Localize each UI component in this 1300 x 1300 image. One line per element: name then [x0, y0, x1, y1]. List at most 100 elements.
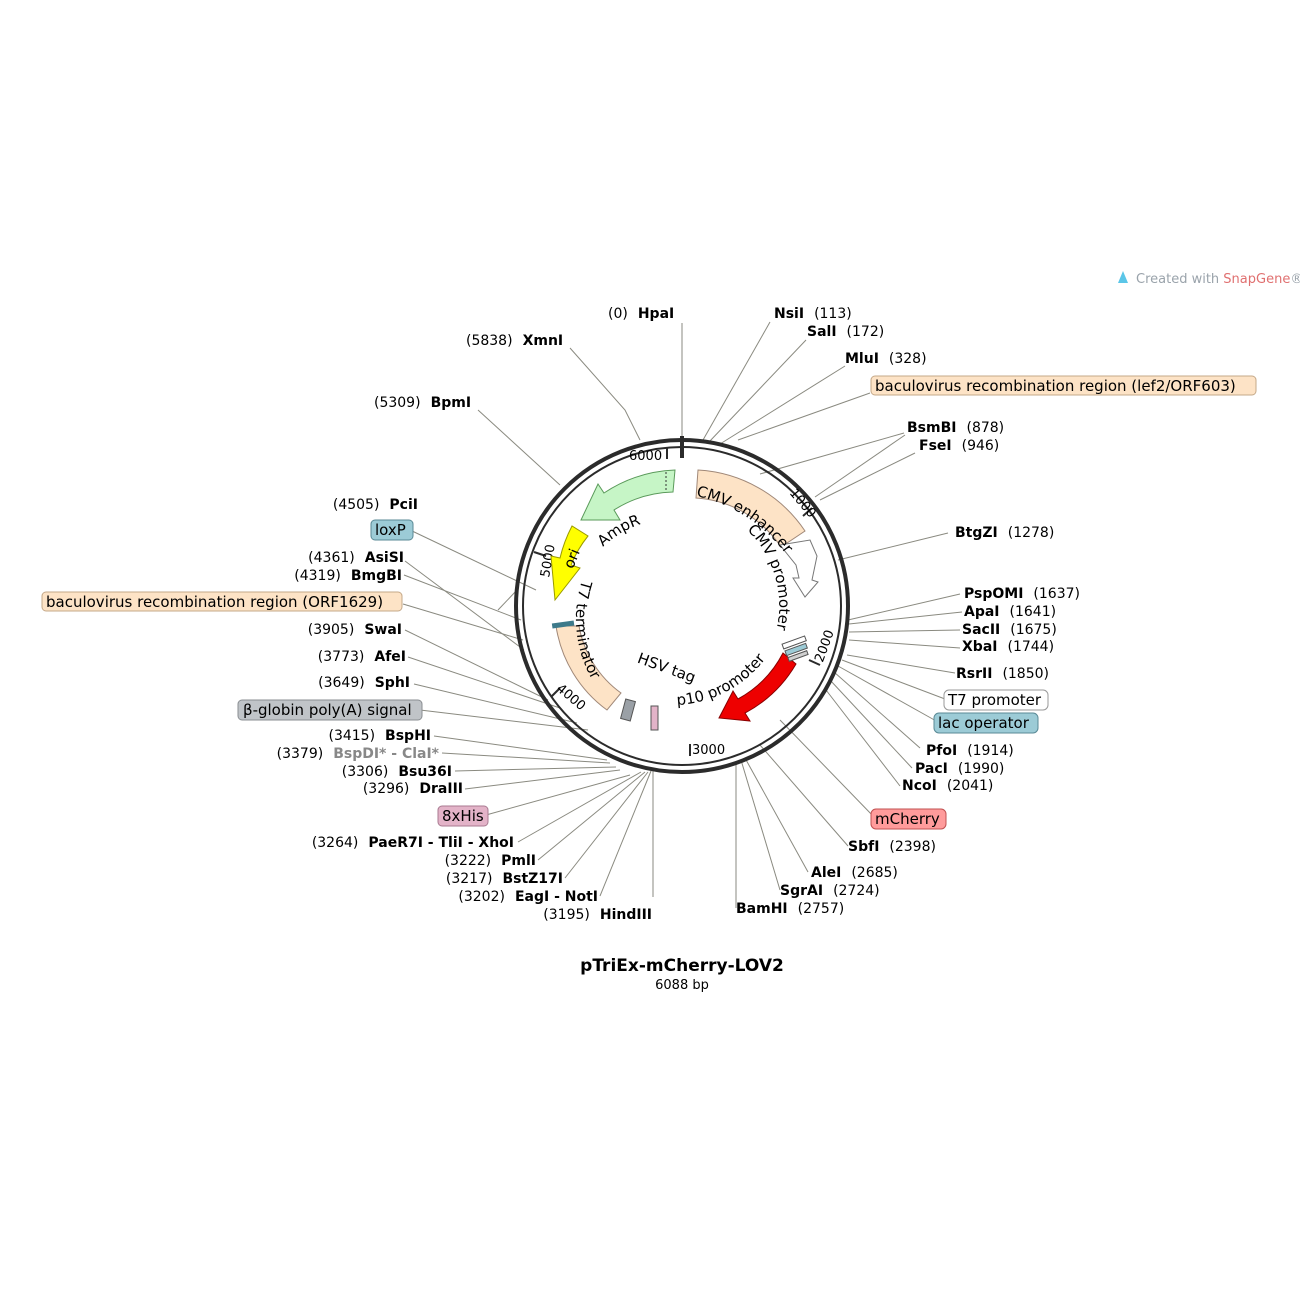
site-ncoi[interactable]: NcoI(2041) — [902, 778, 993, 794]
watermark-prefix: Created with — [1136, 272, 1223, 287]
tick-6000: 6000 — [629, 449, 662, 464]
site-bpmi[interactable]: (5309)BpmI — [374, 395, 471, 411]
site-hpai[interactable]: (0)HpaI — [608, 306, 674, 322]
feature-box-orf1629[interactable]: baculovirus recombination region (ORF162… — [41, 591, 403, 612]
snapgene-logo-icon — [1118, 271, 1128, 283]
svg-text:Created with SnapGene®: Created with SnapGene® — [1136, 272, 1300, 287]
site-swai[interactable]: (3905)SwaI — [308, 622, 402, 638]
feature-box-mcherry[interactable]: mCherry — [870, 808, 947, 830]
svg-text:(3202)EagI - NotI: (3202)EagI - NotI — [458, 889, 598, 905]
svg-text:β-globin poly(A) signal: β-globin poly(A) signal — [243, 701, 412, 719]
ampr-feature[interactable] — [580, 469, 676, 521]
site-sali[interactable]: SalI(172) — [807, 324, 884, 340]
svg-text:(3264)PaeR7I - TliI - XhoI: (3264)PaeR7I - TliI - XhoI — [312, 835, 514, 851]
site-apai[interactable]: ApaI(1641) — [964, 604, 1056, 620]
svg-text:ApaI(1641): ApaI(1641) — [964, 604, 1056, 620]
site-paci[interactable]: PacI(1990) — [915, 761, 1004, 777]
site-bsmbi[interactable]: BsmBI(878) — [907, 420, 1004, 436]
site-pfoi[interactable]: PfoI(1914) — [926, 743, 1014, 759]
svg-text:(4319)BmgBI: (4319)BmgBI — [294, 568, 402, 584]
site-bamhi[interactable]: BamHI(2757) — [736, 901, 844, 917]
site-fsei[interactable]: FseI(946) — [919, 438, 999, 454]
site-pcii[interactable]: (4505)PciI — [333, 497, 418, 513]
site-alei[interactable]: AleI(2685) — [811, 865, 898, 881]
svg-text:PfoI(1914): PfoI(1914) — [926, 743, 1014, 759]
site-pspomi[interactable]: PspOMI(1637) — [964, 586, 1080, 602]
plasmid-length: 6088 bp — [655, 978, 709, 993]
site-xmni[interactable]: (5838)XmnI — [466, 333, 563, 349]
svg-text:BtgZI(1278): BtgZI(1278) — [955, 525, 1054, 541]
his-tag-feature[interactable] — [650, 705, 659, 731]
svg-text:T7 promoter: T7 promoter — [947, 691, 1042, 709]
svg-text:XbaI(1744): XbaI(1744) — [962, 639, 1054, 655]
tick-marks — [533, 447, 821, 756]
p10-promoter-feature[interactable] — [718, 652, 797, 722]
site-sacii[interactable]: SacII(1675) — [962, 622, 1057, 638]
site-bmgbi[interactable]: (4319)BmgBI — [294, 568, 402, 584]
site-noti[interactable]: (3202)EagI - NotI — [458, 889, 598, 905]
site-draiii[interactable]: (3296)DraIII — [363, 781, 463, 797]
site-afei[interactable]: (3773)AfeI — [318, 649, 406, 665]
feature-box-8xhis[interactable]: 8xHis — [437, 805, 489, 827]
svg-text:baculovirus recombination regi: baculovirus recombination region (ORF162… — [46, 593, 383, 611]
ori-feature[interactable] — [550, 525, 589, 602]
svg-text:BamHI(2757): BamHI(2757) — [736, 901, 844, 917]
leader-lines — [402, 321, 963, 908]
svg-text:(3649)SphI: (3649)SphI — [318, 675, 410, 691]
svg-text:8xHis: 8xHis — [442, 807, 484, 825]
t7-lac-region — [781, 635, 809, 662]
site-asisi[interactable]: (4361)AsiSI — [308, 550, 404, 566]
site-sgrai[interactable]: SgrAI(2724) — [780, 883, 880, 899]
site-rsrii[interactable]: RsrII(1850) — [956, 666, 1049, 682]
cmv-promoter-arrow[interactable] — [779, 539, 819, 598]
feature-box-beta-globin[interactable]: β-globin poly(A) signal — [237, 699, 423, 721]
site-sphi[interactable]: (3649)SphI — [318, 675, 410, 691]
feature-box-t7-promoter[interactable]: T7 promoter — [943, 689, 1049, 711]
hsv-tag-feature[interactable] — [619, 698, 637, 722]
site-bsphi[interactable]: (3415)BspHI — [328, 728, 431, 744]
t7-terminator-feature[interactable] — [555, 625, 622, 711]
watermark-brand: SnapGene — [1223, 272, 1290, 287]
site-bstz17i[interactable]: (3217)BstZ17I — [446, 871, 563, 887]
svg-text:BsmBI(878): BsmBI(878) — [907, 420, 1004, 436]
svg-text:AleI(2685): AleI(2685) — [811, 865, 898, 881]
svg-text:NcoI(2041): NcoI(2041) — [902, 778, 993, 794]
svg-text:(5309)BpmI: (5309)BpmI — [374, 395, 471, 411]
svg-text:RsrII(1850): RsrII(1850) — [956, 666, 1049, 682]
svg-text:lac operator: lac operator — [938, 714, 1030, 732]
site-hindiii[interactable]: (3195)HindIII — [543, 907, 652, 923]
svg-text:mCherry: mCherry — [875, 810, 940, 828]
svg-text:(3379)BspDI* - ClaI*: (3379)BspDI* - ClaI* — [277, 746, 440, 762]
svg-text:loxP: loxP — [375, 521, 406, 539]
t7-promoter-feature[interactable] — [781, 635, 807, 650]
site-sbfi[interactable]: SbfI(2398) — [848, 839, 936, 855]
svg-text:(4505)PciI: (4505)PciI — [333, 497, 418, 513]
lac-operator-feature[interactable] — [784, 642, 809, 657]
hsv-tag-label: HSV tag — [635, 649, 698, 687]
site-nsii[interactable]: NsiI(113) — [774, 306, 852, 322]
svg-text:FseI(946): FseI(946) — [919, 438, 999, 454]
feature-box-loxp[interactable]: loxP — [370, 519, 414, 541]
site-bspdi-clai[interactable]: (3379)BspDI* - ClaI* — [277, 746, 440, 762]
svg-text:(3296)DraIII: (3296)DraIII — [363, 781, 463, 797]
feature-box-lef2[interactable]: baculovirus recombination region (lef2/O… — [870, 375, 1257, 396]
site-xhoi[interactable]: (3264)PaeR7I - TliI - XhoI — [312, 835, 514, 851]
svg-text:SacII(1675): SacII(1675) — [962, 622, 1057, 638]
site-btgzi[interactable]: BtgZI(1278) — [955, 525, 1054, 541]
rbs-feature — [787, 650, 809, 662]
svg-text:NsiI(113): NsiI(113) — [774, 306, 852, 322]
feature-box-lac-operator[interactable]: lac operator — [933, 712, 1039, 734]
site-pmli[interactable]: (3222)PmlI — [445, 853, 536, 869]
site-xbai[interactable]: XbaI(1744) — [962, 639, 1054, 655]
svg-text:(5838)XmnI: (5838)XmnI — [466, 333, 563, 349]
svg-text:(3217)BstZ17I: (3217)BstZ17I — [446, 871, 563, 887]
svg-text:(3905)SwaI: (3905)SwaI — [308, 622, 402, 638]
site-mlui[interactable]: MluI(328) — [845, 351, 927, 367]
cmv-enhancer-feature[interactable] — [695, 469, 806, 548]
site-bsu36i[interactable]: (3306)Bsu36I — [342, 764, 452, 780]
svg-text:(4361)AsiSI: (4361)AsiSI — [308, 550, 404, 566]
svg-text:SgrAI(2724): SgrAI(2724) — [780, 883, 880, 899]
svg-text:(0)HpaI: (0)HpaI — [608, 306, 674, 322]
t7-terminator-marker — [551, 620, 575, 629]
svg-text:SalI(172): SalI(172) — [807, 324, 884, 340]
